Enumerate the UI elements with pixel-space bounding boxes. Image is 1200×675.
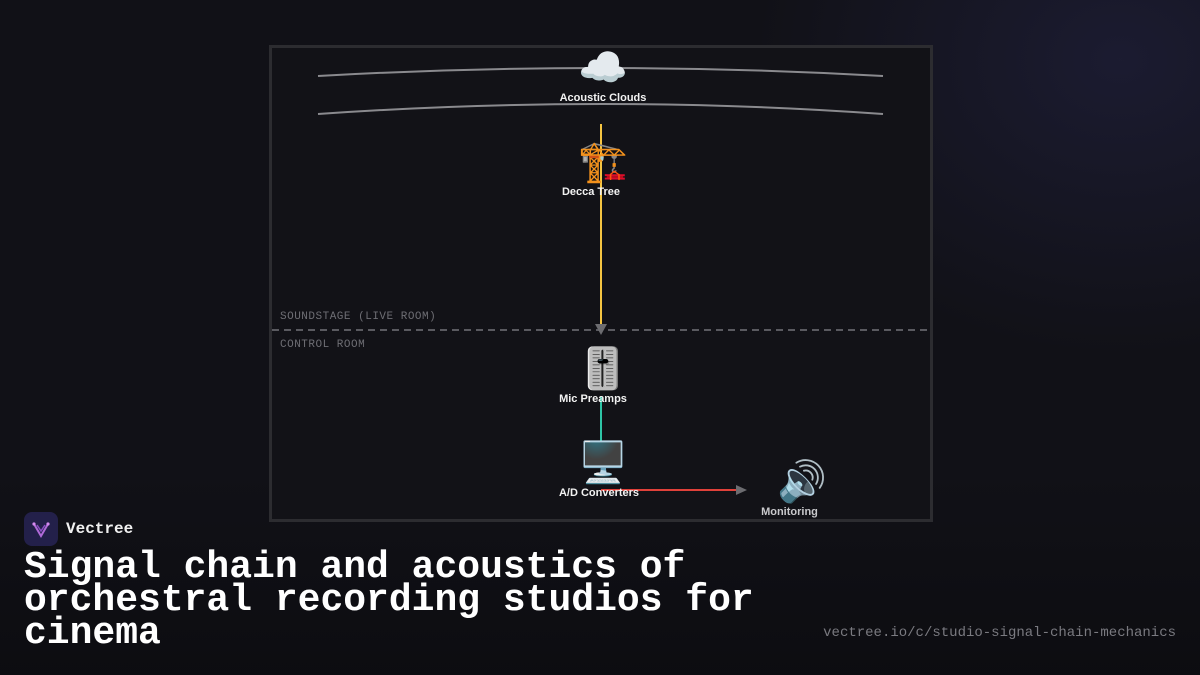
node-label-acoustic-clouds: Acoustic Clouds (559, 92, 647, 104)
diagram-wires (272, 67, 930, 495)
desktop-computer-icon: 🖥️ (578, 440, 628, 486)
speaker-icon: 🔊 (777, 459, 827, 505)
zone-label-control-room: CONTROL ROOM (280, 339, 366, 351)
node-ad-converters: 🖥️ A/D Converters (533, 441, 673, 499)
node-label-ad-converters: A/D Converters (558, 487, 640, 499)
zone-label-soundstage: SOUNDSTAGE (LIVE ROOM) (280, 311, 437, 323)
node-monitoring: 🔊 Monitoring (732, 460, 872, 518)
arrowhead-converters-to-monitoring (736, 485, 747, 495)
node-decca-tree: 🏗️ Decca Tree (533, 140, 673, 198)
brand-name: Vectree (66, 520, 134, 538)
brand: Vectree (24, 512, 133, 546)
arrowhead-decca-to-preamps (595, 324, 607, 335)
node-mic-preamps: 🎚️ Mic Preamps (533, 347, 673, 405)
vectree-logo-icon (24, 512, 58, 546)
acoustic-cloud-arc-upper (317, 67, 884, 77)
construction-crane-icon: 🏗️ (578, 139, 628, 185)
studio-diagram: SOUNDSTAGE (LIVE ROOM) CONTROL ROOM ☁️ A… (269, 45, 933, 522)
source-url[interactable]: vectree.io/c/studio-signal-chain-mechani… (823, 625, 1176, 641)
page-title: Signal chain and acoustics of orchestral… (24, 546, 754, 655)
node-label-monitoring: Monitoring (761, 506, 818, 518)
level-slider-icon: 🎚️ (578, 346, 628, 392)
cloud-icon: ☁️ (578, 45, 628, 91)
node-label-decca-tree: Decca Tree (561, 186, 621, 198)
node-label-mic-preamps: Mic Preamps (559, 393, 627, 405)
acoustic-cloud-arc-lower (317, 103, 884, 115)
node-acoustic-clouds: ☁️ Acoustic Clouds (533, 46, 673, 104)
